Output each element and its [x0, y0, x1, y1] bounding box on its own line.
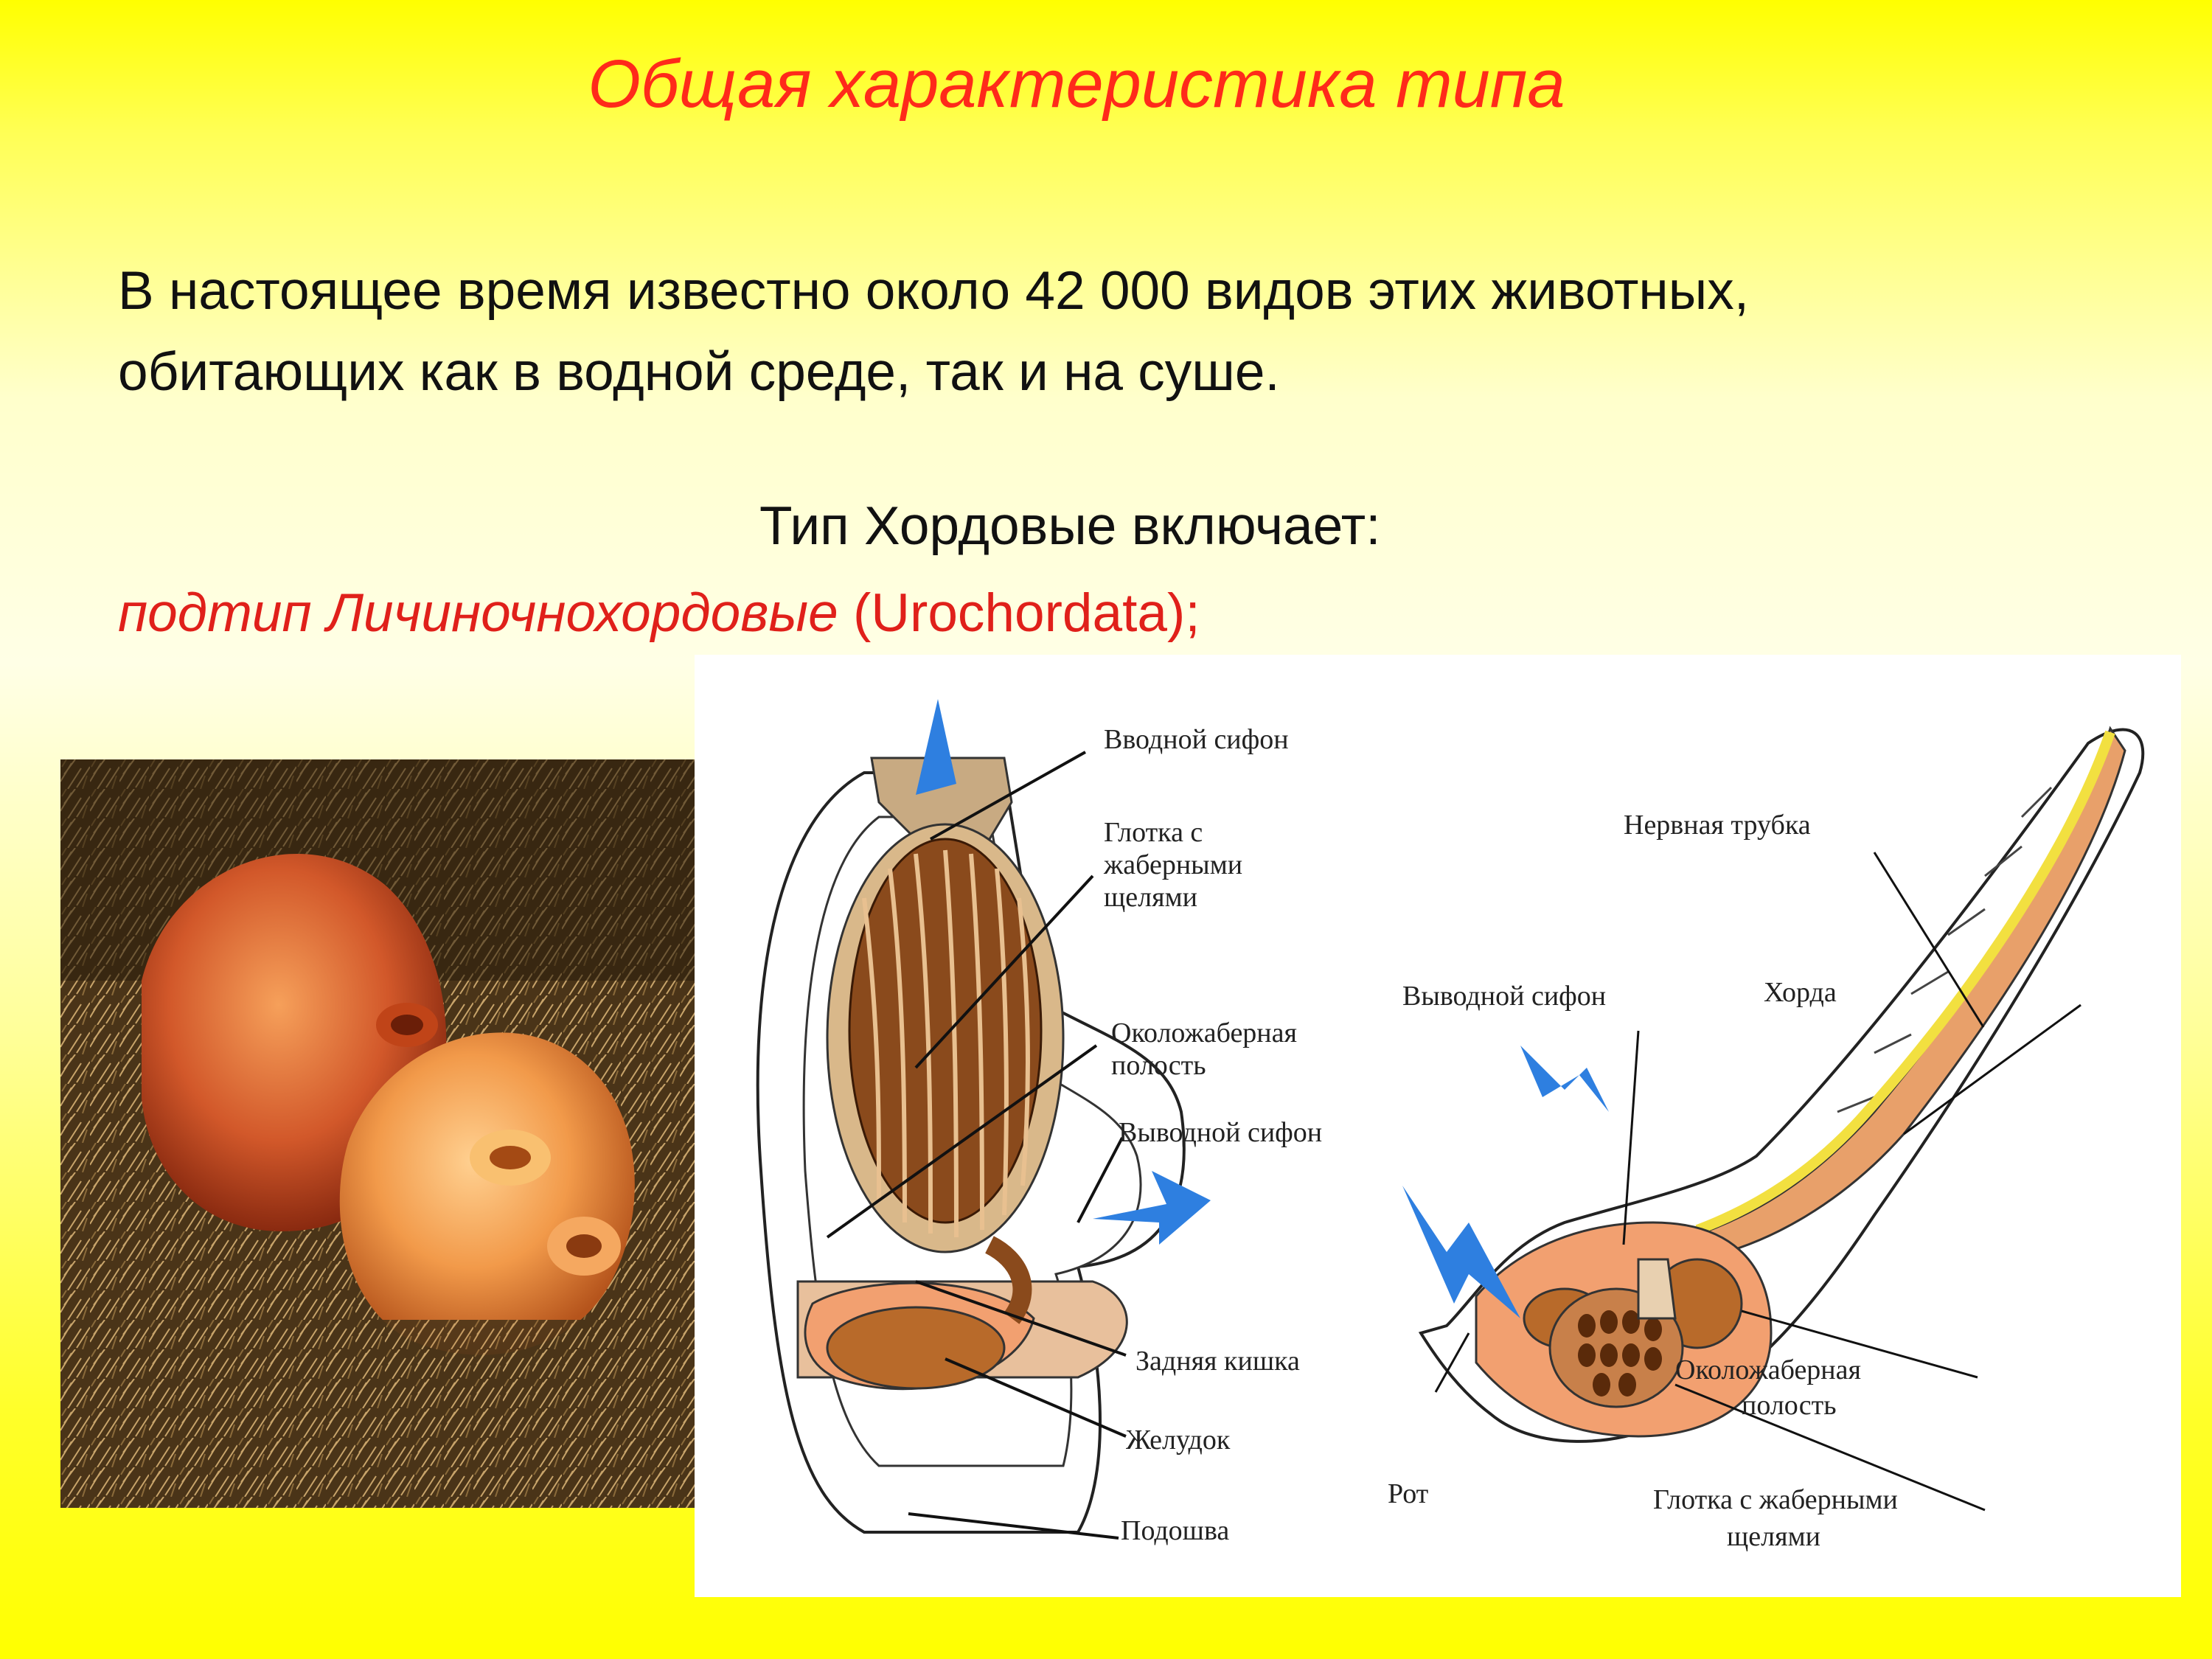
anatomy-diagram: Вводной сифон Глотка с жаберными щелями …	[695, 655, 2181, 1597]
label-pharynx-3: щелями	[1104, 882, 1197, 913]
subtype-name: подтип Личиночнохордовые	[118, 583, 838, 643]
label-larva-atrial-1: Околожаберная	[1675, 1354, 1861, 1385]
intro-paragraph: В настоящее время известно около 42 000 …	[118, 251, 2109, 413]
anatomy-diagram-art: Вводной сифон Глотка с жаберными щелями …	[756, 699, 2145, 1552]
label-stomach: Желудок	[1126, 1425, 1231, 1455]
subheading: Тип Хордовые включает:	[759, 496, 1381, 556]
label-mouth: Рот	[1388, 1478, 1429, 1509]
slide-title: Общая характеристика типа	[588, 46, 1565, 122]
intro-line-2: обитающих как в водной среде, так и на с…	[118, 342, 1280, 402]
label-pharynx-1: Глотка с	[1104, 817, 1203, 848]
subtype-line: подтип Личиночнохордовые (Urochordata);	[118, 582, 1200, 644]
label-larva-atrial-2: полость	[1742, 1390, 1837, 1421]
ascidian-photo-art	[60, 759, 695, 1508]
ascidian-photo	[60, 759, 695, 1508]
label-atrial-2: полость	[1111, 1050, 1206, 1081]
label-larva-pharynx-2: щелями	[1727, 1521, 1820, 1552]
label-notochord: Хорда	[1764, 977, 1837, 1008]
intro-line-1: В настоящее время известно около 42 000 …	[118, 261, 1749, 321]
larva: Нервная трубка Выводной сифон Хорда	[1402, 726, 2145, 1512]
label-pharynx-2: жаберными	[1103, 849, 1242, 880]
adult-ascidian: Вводной сифон Глотка с жаберными щелями …	[756, 699, 1322, 1546]
label-outlet-siphon: Выводной сифон	[1119, 1117, 1322, 1148]
label-hindgut: Задняя кишка	[1135, 1346, 1300, 1377]
label-larva-outlet-siphon: Выводной сифон	[1402, 981, 1606, 1012]
label-sole: Подошва	[1121, 1515, 1229, 1546]
label-atrial-1: Околожаберная	[1111, 1018, 1297, 1048]
label-larva-pharynx-1: Глотка с жаберными	[1653, 1484, 1898, 1515]
subtype-latin: (Urochordata);	[838, 583, 1200, 643]
label-inlet-siphon: Вводной сифон	[1104, 724, 1289, 755]
label-nerve-tube: Нервная трубка	[1624, 810, 1811, 841]
